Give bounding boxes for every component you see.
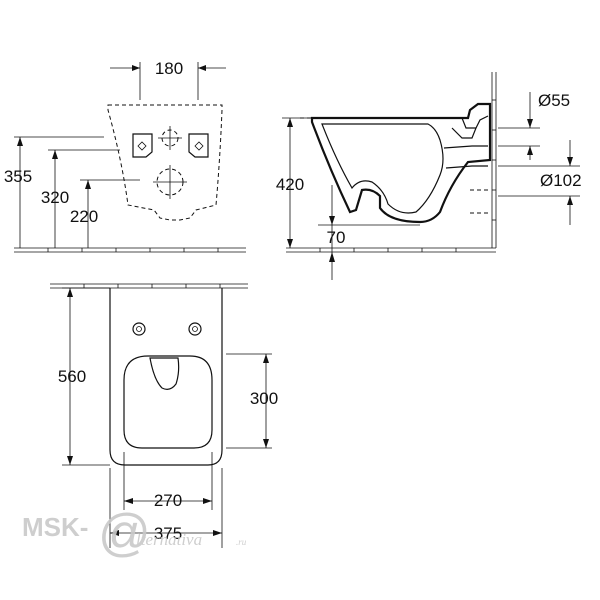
dim-d55-label: Ø55 [538, 91, 570, 110]
dim-300-label: 300 [250, 389, 278, 408]
right-bolt-mark [194, 141, 204, 151]
watermark-at-symbol: @ [98, 504, 151, 562]
top-view: 560 300 270 375 [50, 283, 278, 548]
watermark-brand: MSK- [22, 512, 88, 542]
outlet-pipe [443, 145, 488, 169]
rim-profile [428, 115, 489, 139]
dim-420-label: 420 [276, 175, 304, 194]
dim-220-label: 220 [70, 207, 98, 226]
dim-270-label: 270 [154, 491, 182, 510]
side-floor-hatch [286, 247, 496, 253]
dim-70-label: 70 [327, 228, 346, 247]
flush-opening [149, 357, 180, 390]
front-view-outline [107, 104, 223, 221]
left-bolt-mark [137, 141, 147, 151]
front-view: 180 355 320 220 [4, 59, 246, 253]
dim-d102-label: Ø102 [540, 171, 582, 190]
left-bolt-plate [132, 133, 153, 158]
bowl-profile-outer [310, 102, 492, 224]
dim-180-label: 180 [155, 59, 183, 78]
right-hinge-icon [188, 322, 202, 336]
dim-355-label: 355 [4, 167, 32, 186]
watermark-rest: lternativa [136, 530, 202, 549]
right-hinge-inner [192, 326, 198, 332]
watermark: MSK- @ lternativa .ru [22, 504, 247, 562]
left-hinge-icon [132, 322, 146, 336]
right-bolt-plate [188, 133, 209, 158]
bowl-profile-inner [321, 123, 444, 214]
dim-375-label: 375 [154, 524, 182, 543]
dim-320-label: 320 [41, 188, 69, 207]
dim-560-label: 560 [58, 367, 86, 386]
top-wall-hatch [50, 283, 248, 289]
top-view-outline [109, 288, 223, 466]
watermark-tld: .ru [236, 537, 247, 547]
left-hinge-inner [136, 326, 142, 332]
side-view: 420 70 Ø55 Ø102 [276, 72, 582, 280]
front-floor-hatch [14, 247, 246, 253]
seat-opening [123, 355, 213, 449]
